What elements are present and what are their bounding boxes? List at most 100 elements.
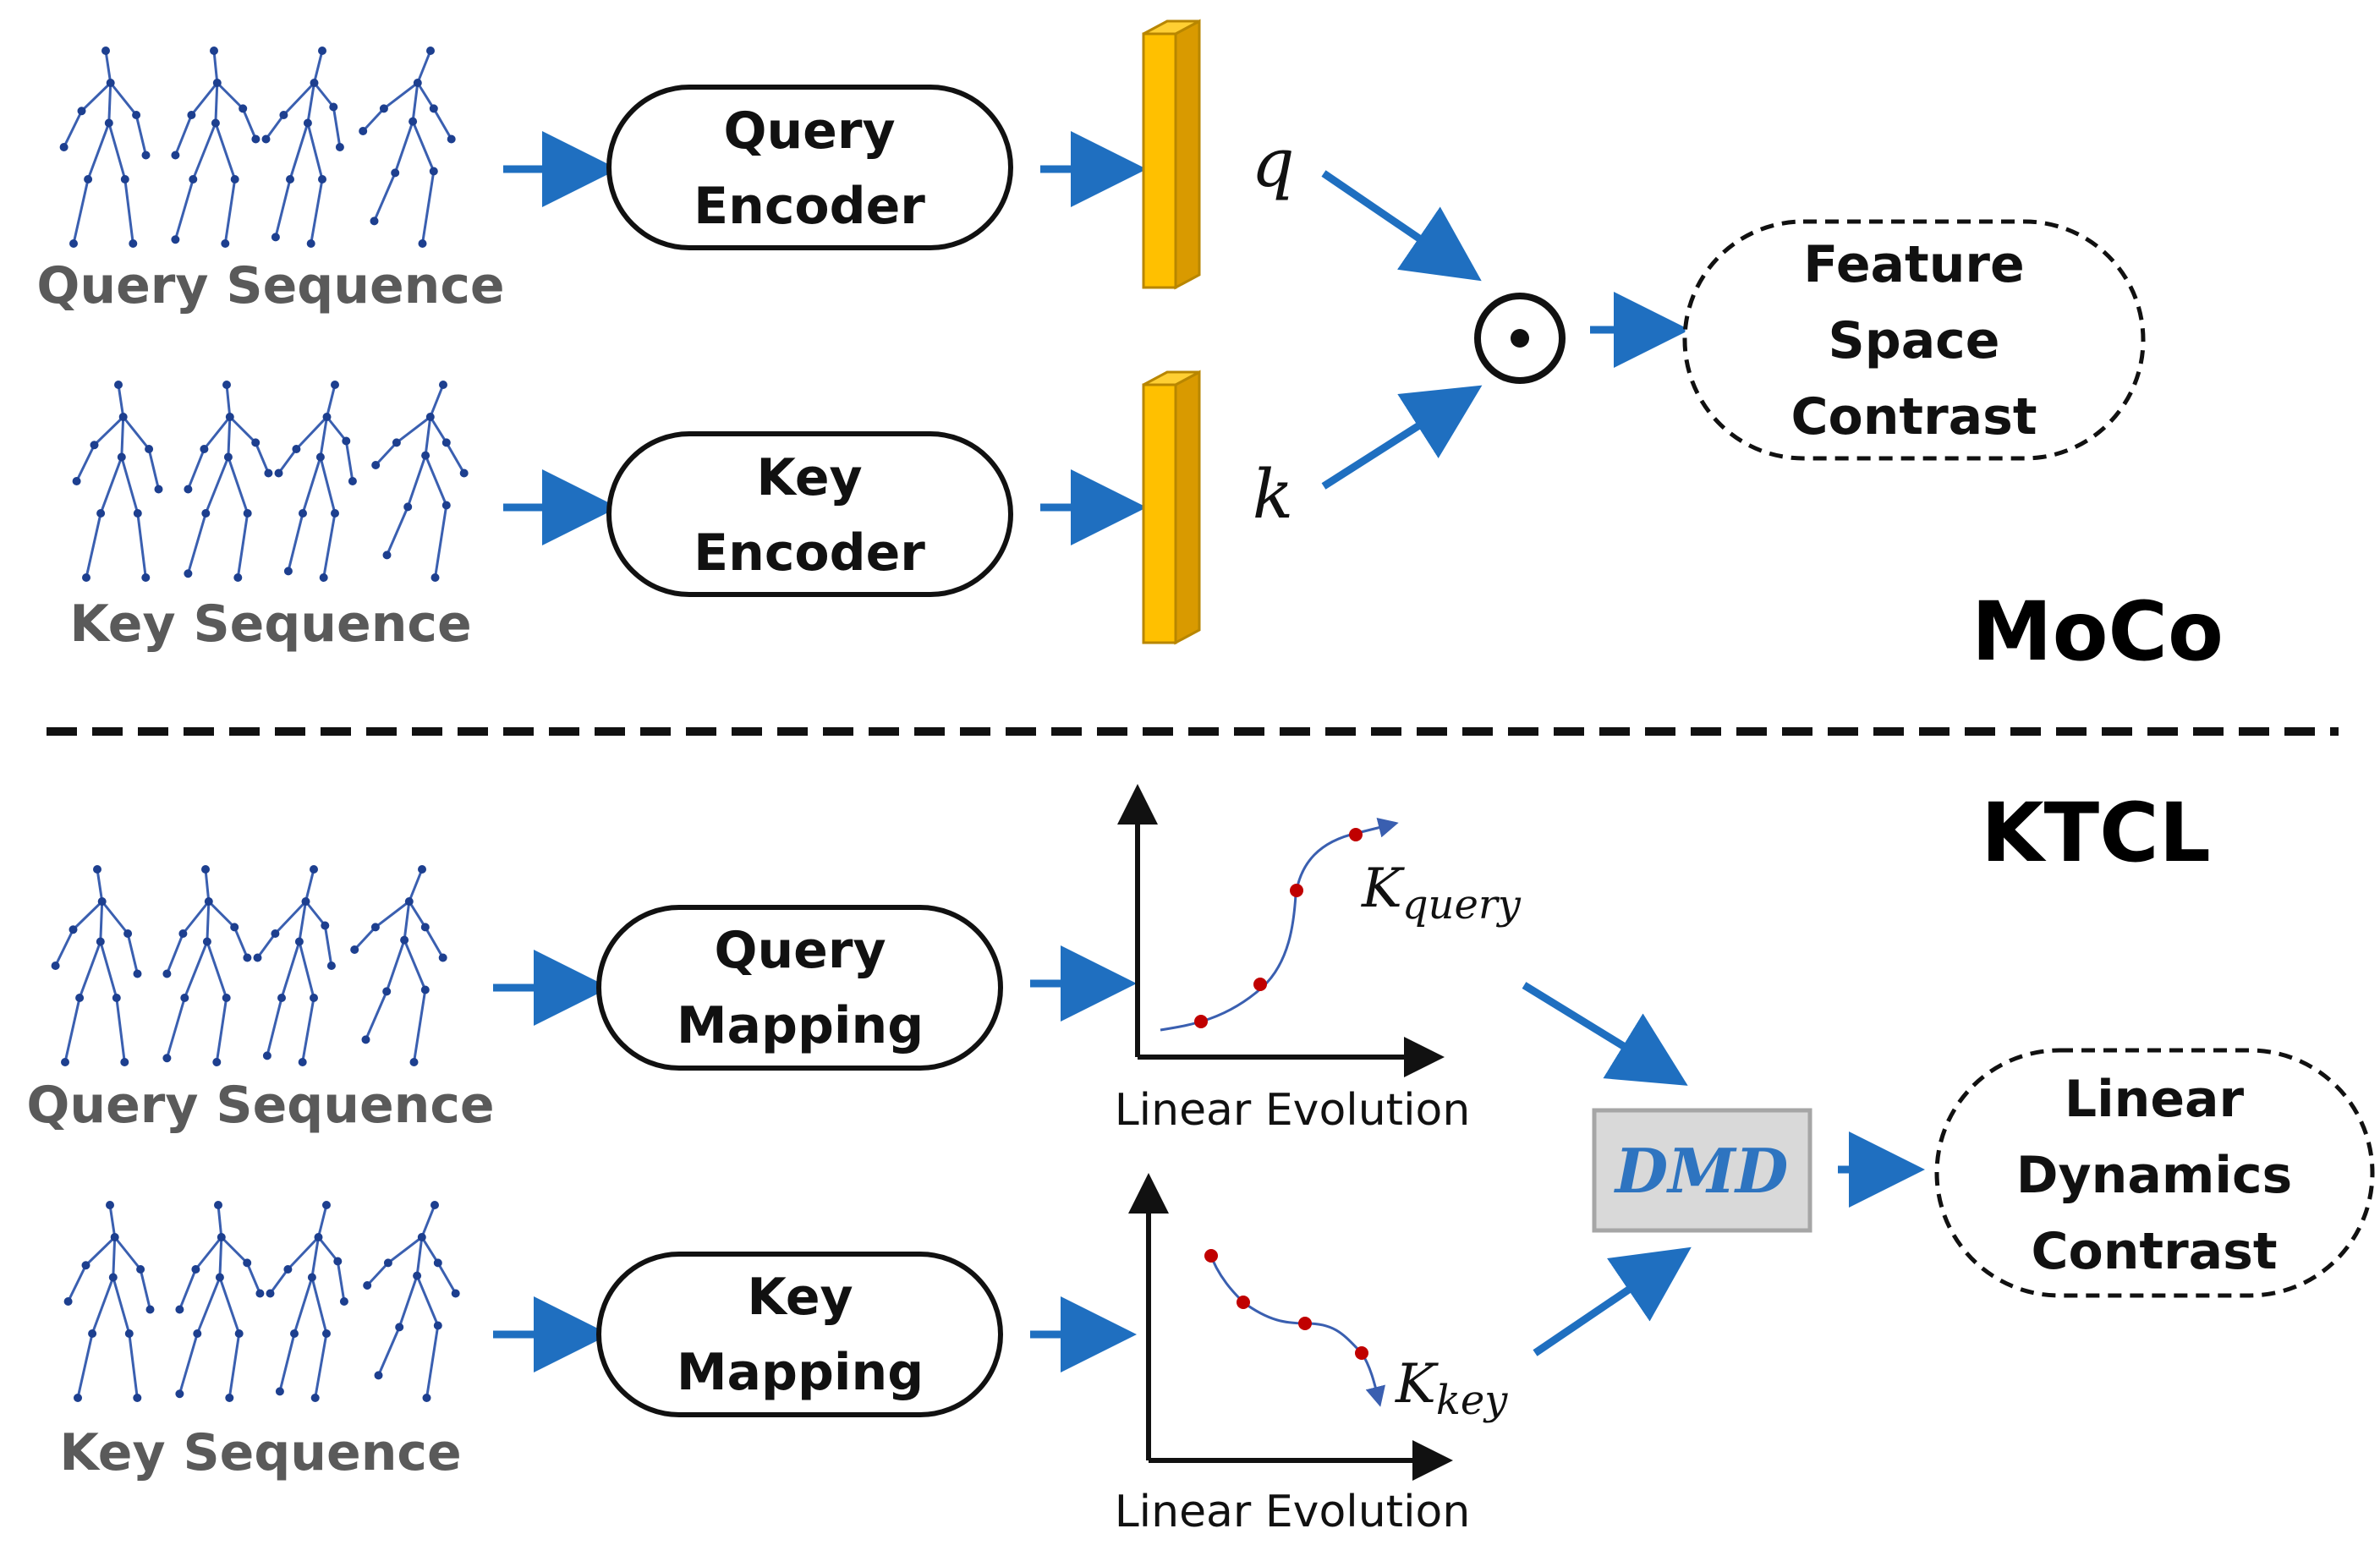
skeleton-bone: [323, 925, 333, 967]
q-symbol: q: [1251, 123, 1294, 202]
key-sequence-skeletons: [72, 381, 469, 582]
key-evolution-point: [1355, 1346, 1368, 1360]
ktcl-title: KTCL: [1981, 786, 2211, 880]
skeleton-bone: [278, 1333, 296, 1392]
key-sequence-label: Key Sequence: [69, 594, 471, 654]
skeleton-joint: [243, 509, 252, 518]
skeleton-bone: [99, 901, 104, 942]
skeleton-bone: [420, 1236, 440, 1264]
key-encoder-line2: Encoder: [694, 523, 925, 583]
skeleton-bone: [173, 178, 195, 240]
skeleton-joint: [319, 573, 328, 582]
skeleton-joint: [145, 1305, 155, 1314]
skeleton-joint: [275, 1387, 284, 1396]
skeleton-joint: [418, 239, 427, 248]
key-encoder-box: [606, 431, 1013, 597]
skeleton-bone: [411, 121, 436, 173]
skeleton-bone: [115, 997, 126, 1063]
skeleton-bone: [63, 997, 81, 1063]
skeleton-bone: [178, 1333, 199, 1394]
skeleton-joint: [371, 461, 381, 469]
skeleton-bone: [317, 1204, 328, 1238]
skeleton-bone: [416, 50, 432, 84]
skeleton-joint: [210, 47, 218, 55]
key-evolution-point: [1237, 1296, 1250, 1309]
skeleton-joint: [51, 962, 60, 970]
skeleton-bone: [166, 933, 184, 975]
skeleton-joint: [413, 1271, 422, 1280]
key-encoder-line1: Key: [756, 448, 862, 507]
ktcl-query-sequence-label: Query Sequence: [26, 1076, 494, 1135]
skeleton-bone: [425, 1325, 440, 1399]
skeleton-joint: [106, 79, 115, 87]
key-evolution-point: [1204, 1249, 1218, 1263]
skeleton-bone: [304, 868, 315, 902]
skeleton-joint: [193, 1329, 202, 1338]
skeleton-bone: [366, 1262, 389, 1287]
skeleton-joint: [262, 1051, 271, 1060]
skeleton-joint: [271, 929, 280, 938]
skeleton-joint: [120, 175, 129, 184]
skeleton-joint: [292, 445, 301, 453]
skeleton-joint: [251, 134, 260, 144]
skeleton-joint: [310, 1394, 320, 1402]
skeleton-bone: [266, 997, 283, 1056]
skeleton-bone: [413, 989, 427, 1063]
skeleton-bone: [304, 901, 326, 927]
skeleton-joint: [361, 1035, 370, 1044]
skeleton-bone: [112, 1277, 131, 1334]
skeleton-joint: [84, 175, 93, 184]
skeleton-joint: [409, 117, 418, 126]
skeleton-bone: [182, 901, 210, 934]
skeleton-bone: [136, 512, 147, 578]
skeleton-joint: [439, 381, 447, 389]
moco-title: MoCo: [1971, 584, 2224, 679]
skeleton-bone: [186, 512, 207, 574]
skeleton-joint: [441, 501, 451, 510]
skeleton-bone: [101, 901, 129, 934]
skeleton-bone: [195, 1276, 222, 1334]
skeleton-bone: [204, 456, 230, 514]
skeleton-joint: [59, 143, 69, 151]
skeleton-joint: [294, 937, 304, 946]
skeleton-bone: [107, 123, 127, 180]
skeleton-bone: [134, 114, 147, 156]
skeleton-joint: [106, 1201, 114, 1209]
skeleton-bone: [120, 457, 140, 514]
skeleton-bone: [99, 456, 123, 514]
skeleton-joint: [370, 216, 379, 226]
skeleton-joint: [233, 573, 243, 582]
skeleton-joint: [322, 1329, 331, 1338]
skeleton-joint: [133, 509, 142, 518]
skeleton-joint: [307, 1273, 316, 1282]
linear-dynamics-contrast-line3: Contrast: [2031, 1222, 2277, 1281]
skeleton-bone: [282, 81, 315, 117]
skeleton-bone: [301, 457, 322, 514]
skeleton-bone: [78, 940, 102, 999]
skeleton-joint: [112, 994, 121, 1002]
skeleton-bone: [313, 50, 324, 84]
skeleton-joint: [274, 468, 283, 478]
query-feature-vector: [1142, 19, 1201, 290]
query-evolution-label: Linear Evolution: [1115, 1085, 1471, 1136]
skeleton-joint: [310, 865, 318, 874]
skeleton-joint: [184, 485, 193, 494]
skeleton-bone: [218, 1236, 223, 1278]
skeleton-joint: [335, 143, 344, 151]
skeleton-joint: [77, 107, 86, 116]
skeleton-bone: [128, 1333, 139, 1399]
skeleton-joint: [286, 175, 294, 184]
skeleton-bone: [274, 178, 292, 238]
skeleton-joint: [211, 118, 220, 128]
skeleton-bone: [204, 868, 211, 902]
skeleton-joint: [141, 573, 151, 582]
skeleton-joint: [417, 1233, 426, 1241]
skeleton-joint: [421, 451, 430, 460]
skeleton-bone: [86, 122, 111, 180]
skeleton-bone: [375, 441, 398, 467]
key-evolution-plot: [1128, 1173, 1453, 1481]
skeleton-joint: [339, 1297, 348, 1306]
skeleton-bone: [85, 512, 102, 578]
skeleton-bone: [317, 1236, 339, 1263]
skeleton-bone: [174, 114, 193, 156]
